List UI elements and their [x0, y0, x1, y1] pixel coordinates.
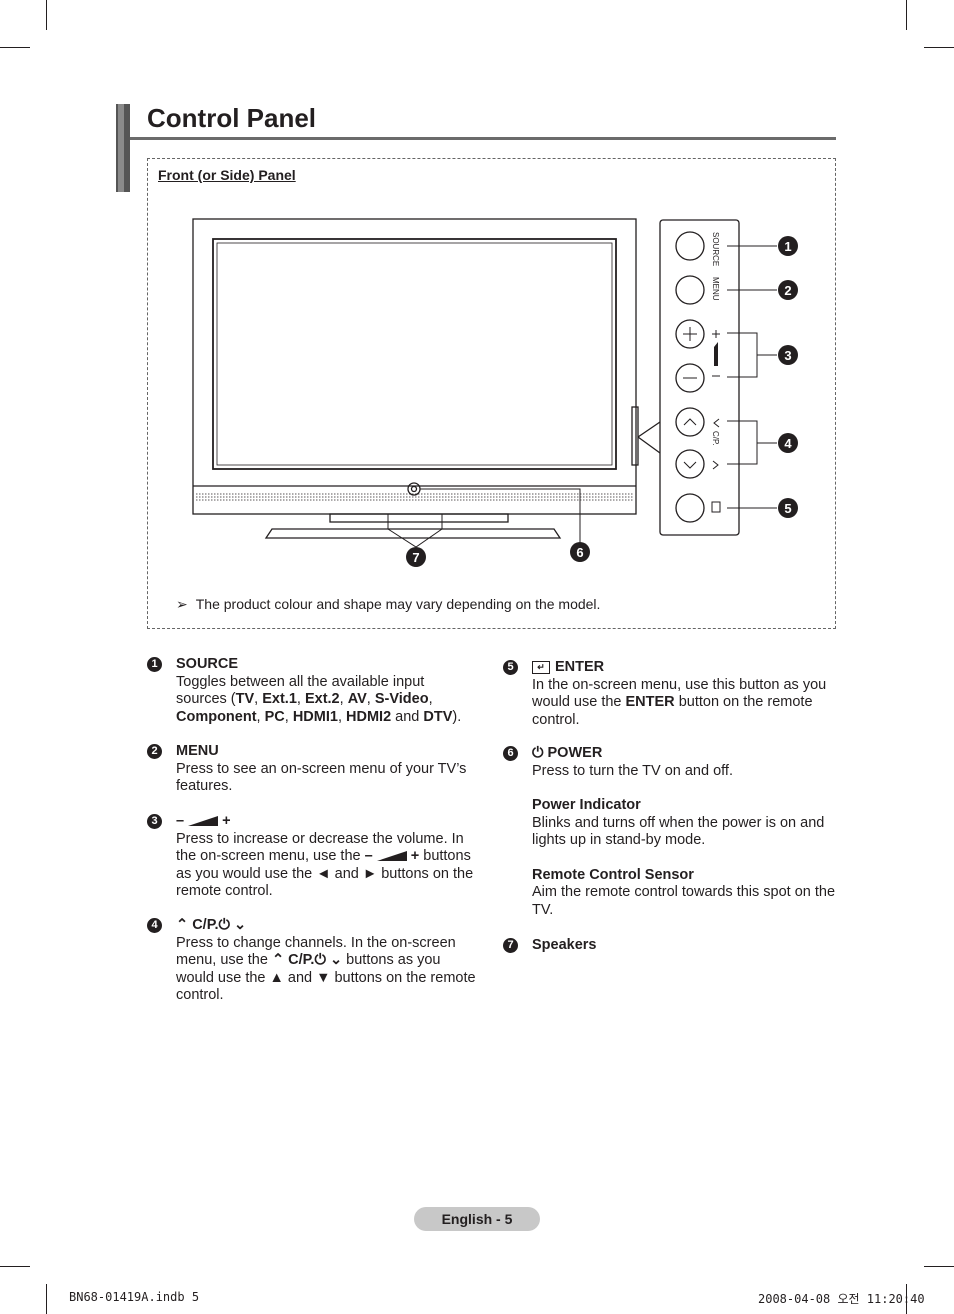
tv-diagram: SOURCE MENU C/P. 1 2 3 4 5 6 7: [192, 218, 798, 567]
item-menu: 2 MENU Press to see an on-screen menu of…: [147, 743, 476, 796]
crop-mark: [0, 47, 30, 48]
side-control-panel: [659, 219, 740, 536]
crop-mark: [46, 1284, 47, 1314]
callout-1: 1: [778, 236, 798, 256]
menu-button: [675, 275, 705, 305]
enter-icon: ↵: [532, 660, 550, 674]
cp-panel-label: C/P.: [711, 431, 720, 446]
callout-2: 2: [778, 280, 798, 300]
item-heading: MENU: [176, 743, 219, 759]
chevron-up-icon: ⌃: [176, 917, 189, 933]
chevron-up-icon: ⌃: [271, 952, 285, 968]
callout-4: 4: [778, 433, 798, 453]
chevron-down-icon: ⌄: [329, 952, 343, 968]
menu-panel-label: MENU: [711, 277, 720, 301]
power-icon: ⏻: [218, 917, 231, 933]
item-number: 6: [503, 746, 518, 761]
volume-wedge-icon: [188, 816, 219, 827]
volume-up-button: [675, 319, 705, 349]
subheading: Power Indicator: [532, 797, 641, 813]
crop-mark: [0, 1266, 30, 1267]
item-number: 3: [147, 814, 162, 829]
footer-timestamp: 2008-04-08 오전 11:20:40: [758, 1292, 925, 1306]
item-source: 1 SOURCE Toggles between all the availab…: [147, 656, 476, 726]
power-icon: ⏻: [314, 952, 326, 968]
svg-text:5: 5: [784, 501, 791, 516]
page-number-badge: English - 5: [414, 1207, 540, 1231]
item-number: 4: [147, 918, 162, 933]
enter-button: [675, 493, 705, 523]
item-enter: 5 ↵ENTER In the on-screen menu, use this…: [503, 659, 837, 729]
item-heading: ↵ENTER: [532, 659, 837, 677]
item-heading: ⏻ POWER: [532, 745, 603, 761]
source-button: [675, 231, 705, 261]
source-panel-label: SOURCE: [711, 232, 720, 266]
item-heading: ⌃ C/P.⏻ ⌄: [176, 917, 247, 933]
svg-text:2: 2: [784, 283, 791, 298]
svg-text:1: 1: [784, 239, 791, 254]
callout-7: 7: [406, 547, 426, 567]
svg-text:4: 4: [784, 436, 792, 451]
item-heading: – +: [176, 813, 231, 829]
item-heading: Speakers: [532, 937, 597, 953]
chevron-down-icon: ⌄: [234, 917, 247, 933]
power-icon: ⏻: [532, 745, 544, 761]
model-note: ➢The product colour and shape may vary d…: [176, 596, 601, 612]
arrow-icon: ➢: [176, 596, 188, 612]
crop-mark: [906, 1284, 907, 1314]
crop-mark: [46, 0, 47, 30]
item-number: 5: [503, 660, 518, 675]
item-description: Press to turn the TV on and off.: [532, 762, 733, 779]
item-number: 1: [147, 657, 162, 672]
item-description: Press to increase or decrease the volume…: [176, 830, 474, 900]
subheading: Remote Control Sensor: [532, 866, 694, 883]
subheading-description: Aim the remote control towards this spot…: [532, 884, 836, 918]
item-channel: 4 ⌃ C/P.⏻ ⌄ Press to change channels. In…: [147, 917, 481, 1005]
callout-5: 5: [778, 498, 798, 518]
svg-text:3: 3: [784, 348, 791, 363]
crop-mark: [924, 47, 954, 48]
channel-up-button: [675, 407, 705, 437]
panel-label: Front (or Side) Panel: [158, 167, 296, 183]
item-description: Press to change channels. In the on-scre…: [176, 934, 476, 1004]
item-power: 6 ⏻ POWER Press to turn the TV on and of…: [503, 745, 837, 919]
item-number: 7: [503, 938, 518, 953]
channel-down-button: [675, 449, 705, 479]
callout-3: 3: [778, 345, 798, 365]
title-accent-bar-inner: [124, 104, 130, 192]
footer-filename: BN68-01419A.indb 5: [69, 1290, 200, 1304]
item-number: 2: [147, 744, 162, 759]
item-description: Press to see an on-screen menu of your T…: [176, 760, 467, 795]
crop-mark: [906, 0, 907, 30]
item-description: Toggles between all the available input …: [176, 673, 462, 725]
subheading-description: Blinks and turns off when the power is o…: [532, 814, 825, 849]
crop-mark: [924, 1266, 954, 1267]
item-description: In the on-screen menu, use this button a…: [532, 676, 827, 728]
item-heading: SOURCE: [176, 656, 239, 672]
item-speakers: 7 Speakers: [503, 937, 837, 955]
callout-6: 6: [570, 542, 590, 562]
volume-wedge-icon: [376, 851, 407, 862]
svg-text:7: 7: [412, 550, 419, 565]
diagram-frame: [147, 158, 836, 629]
page-title: Control Panel: [147, 103, 317, 133]
tv-body: [192, 218, 661, 539]
title-rule: [130, 137, 836, 140]
item-volume: 3 – + Press to increase or decrease the …: [147, 813, 481, 901]
volume-down-button: [675, 363, 705, 393]
svg-text:6: 6: [576, 545, 583, 560]
